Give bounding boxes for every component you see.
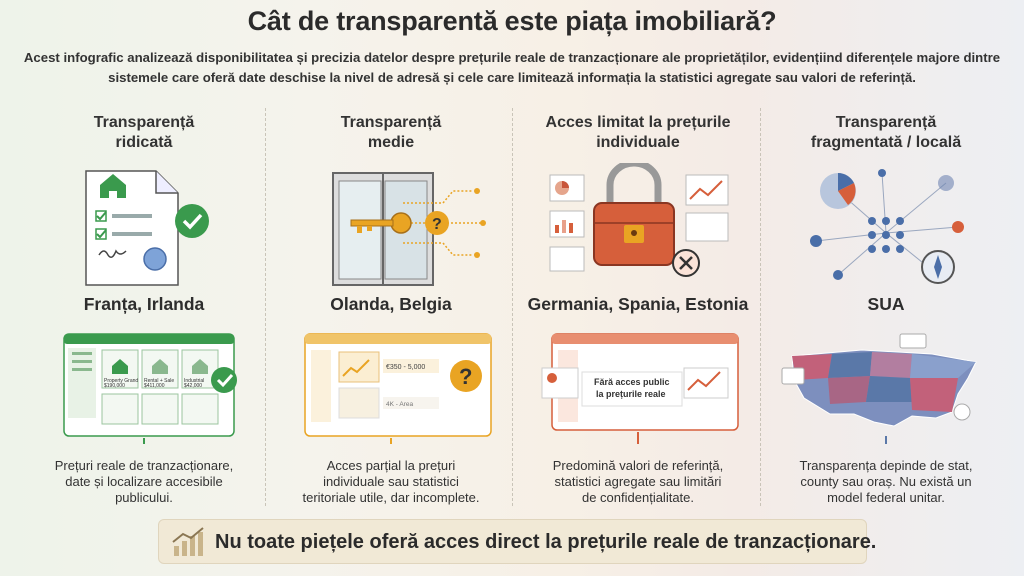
- page-title: Cât de transparentă este piața imobiliar…: [247, 6, 777, 36]
- chart-growth-icon: [172, 527, 204, 556]
- seal-icon: [143, 247, 167, 271]
- column-medium-transparency: Transparență medie ? Olanda, Belgia €350…: [267, 108, 515, 508]
- column-description: Prețuri reale de tranzacționare, date și…: [54, 458, 234, 505]
- country-label: Franța, Irlanda: [83, 294, 205, 314]
- question-icon: [425, 211, 449, 235]
- listing-mockup: Property Grand$190,000 Rental + Sale$411…: [63, 333, 237, 444]
- network-icon: [810, 169, 964, 284]
- conclusion-text: Nu toate piețele oferă acces direct la p…: [215, 531, 877, 553]
- conclusion-banner: Nu toate piețele oferă acces direct la p…: [158, 519, 876, 564]
- column-description: Acces parțial la prețuri individuale sau…: [302, 458, 480, 505]
- data-mockup: €350 - 5,000 4K - Area ?: [304, 333, 492, 444]
- column-header: Transparență ridicată: [93, 114, 195, 151]
- column-limited-access: Acces limitat la prețurile individuale G…: [514, 108, 762, 508]
- restricted-mockup: Fără acces public la prețurile reale: [541, 333, 739, 444]
- column-fragmented: Transparență fragmentată / locală SUA: [762, 108, 1010, 508]
- page-subtitle: Acest infografic analizează disponibilit…: [23, 50, 1001, 85]
- svg-text:Rental + Sale: Rental + Sale: [144, 378, 174, 384]
- document-check-icon: [85, 170, 209, 286]
- svg-text:Property Grand: Property Grand: [104, 378, 138, 384]
- window-icon: ?: [332, 172, 486, 286]
- svg-text:la prețurile reale: la prețurile reale: [596, 389, 666, 399]
- svg-text:Fără acces public: Fără acces public: [594, 377, 670, 387]
- country-label: SUA: [867, 294, 905, 314]
- svg-text:?: ?: [459, 364, 472, 389]
- country-label: Germania, Spania, Estonia: [527, 294, 749, 314]
- column-high-transparency: Transparență ridicată Franța, Irlanda Pr…: [20, 108, 268, 508]
- country-label: Olanda, Belgia: [330, 294, 452, 314]
- svg-text:Industrial: Industrial: [184, 378, 204, 384]
- svg-text:$42,000: $42,000: [184, 383, 202, 389]
- lock-icon: [549, 163, 729, 277]
- svg-text:4K - Area: 4K - Area: [386, 401, 413, 408]
- column-header: Transparență medie: [340, 114, 442, 151]
- map-usa-icon: [781, 333, 977, 444]
- house-icon: [100, 174, 126, 198]
- column-header: Acces limitat la prețurile individuale: [545, 114, 731, 151]
- column-description: Predomină valori de referință, statistic…: [552, 458, 724, 505]
- key-icon: [350, 212, 412, 234]
- svg-text:$190,000: $190,000: [104, 383, 125, 389]
- column-header: Transparență fragmentată / locală: [810, 114, 962, 151]
- svg-text:€350 - 5,000: €350 - 5,000: [386, 364, 425, 371]
- svg-text:$411,000: $411,000: [144, 383, 165, 389]
- column-description: Transparența depinde de stat, county sau…: [799, 458, 973, 505]
- svg-text:?: ?: [432, 216, 442, 233]
